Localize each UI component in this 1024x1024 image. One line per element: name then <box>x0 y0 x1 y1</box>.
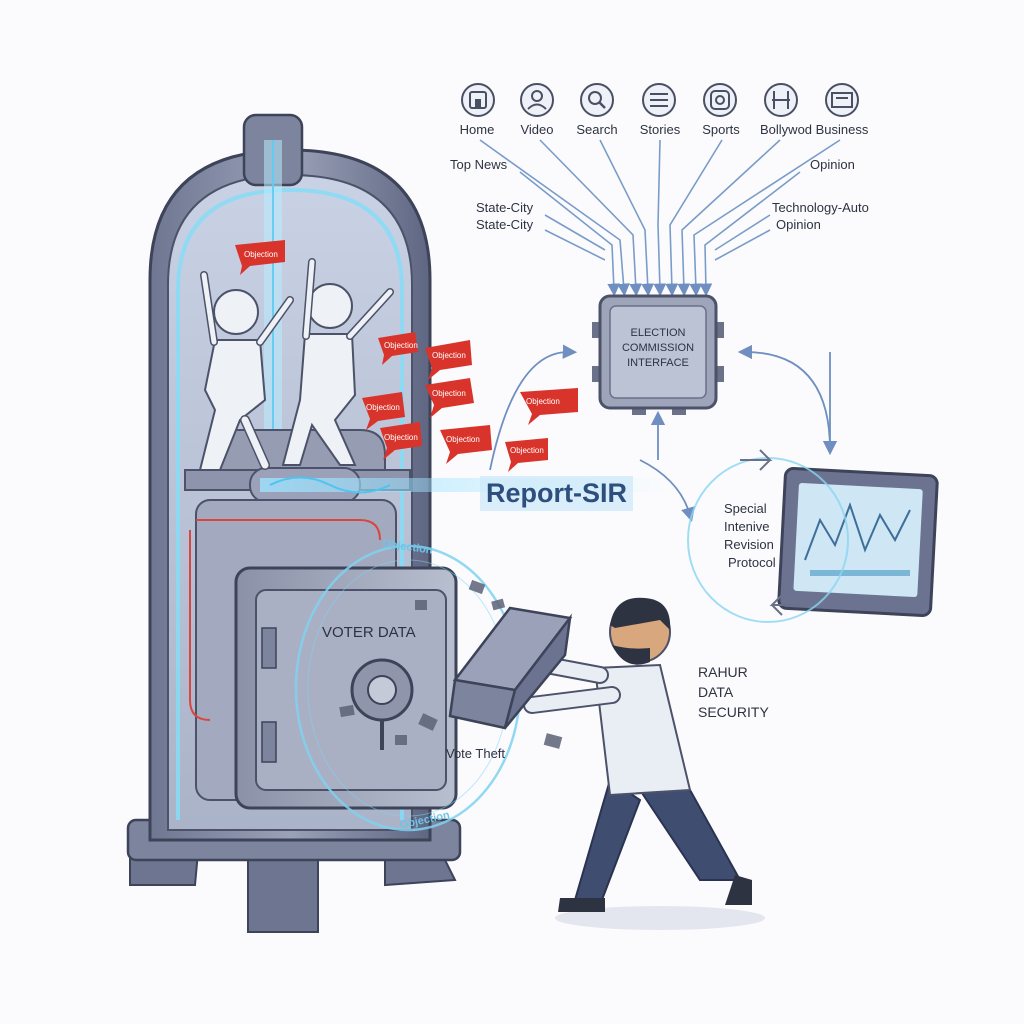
objection-bubble: Objection <box>440 425 492 464</box>
objection-bubble: Objection <box>380 422 422 460</box>
svg-text:Objection: Objection <box>432 351 466 360</box>
data-flow-lines <box>479 139 841 297</box>
report-sir-label[interactable]: Report-SIR <box>480 476 633 511</box>
objection-bubble: Objection <box>378 332 418 365</box>
nav-sports-label[interactable]: Sports <box>702 122 740 137</box>
category-technology-auto[interactable]: Technology-Auto <box>772 200 869 215</box>
person-label-line-1: RAHUR <box>698 664 748 680</box>
interface-box-label: ELECTION COMMISSION INTERFACE <box>614 326 702 371</box>
nav-home-label[interactable]: Home <box>459 122 495 137</box>
objection-bubble: Objection <box>362 392 405 430</box>
nav-business-icon[interactable] <box>825 83 859 117</box>
protocol-line-2: Intenive <box>724 519 770 534</box>
svg-text:Objection: Objection <box>366 403 400 412</box>
svg-text:Objection: Objection <box>526 397 560 406</box>
figure-right <box>281 258 394 466</box>
rahur-data-security-label: RAHUR DATA SECURITY <box>698 662 769 722</box>
push-block <box>448 606 573 730</box>
svg-text:Objection: Objection <box>384 341 418 350</box>
protocol-line-3: Revision <box>724 537 774 552</box>
election-commission-interface[interactable] <box>592 294 724 415</box>
nav-search-icon[interactable] <box>580 83 614 117</box>
nav-video-icon[interactable] <box>520 83 554 117</box>
nav-video-label[interactable]: Video <box>520 122 554 137</box>
objection-bubble: Objection <box>520 388 578 425</box>
nav-sports-icon[interactable] <box>703 83 737 117</box>
security-man <box>511 597 765 930</box>
interface-arrows <box>489 344 838 522</box>
voter-data-label: VOTER DATA <box>322 624 416 641</box>
svg-text:Objection: Objection <box>244 250 278 259</box>
interface-line-2: COMMISSION <box>621 342 695 354</box>
figure-left <box>198 271 294 471</box>
nav-bollywood-icon[interactable] <box>764 83 798 117</box>
objection-bubble: Objection <box>235 240 285 275</box>
category-opinion[interactable]: Opinion <box>810 157 855 172</box>
cycle-arrow-icon <box>740 449 800 616</box>
objection-bubbles: Objection Objection Objection Objection … <box>235 240 578 472</box>
nav-bollywood-business-label[interactable]: Bollywod Business <box>760 122 869 137</box>
interface-line-1: ELECTION <box>630 327 686 339</box>
person-label-line-3: SECURITY <box>698 704 769 720</box>
category-state-city-2[interactable]: State-City <box>476 217 534 232</box>
interface-line-3: INTERFACE <box>627 357 689 369</box>
svg-text:Objection: Objection <box>446 435 480 444</box>
objection-bubble: Objection <box>505 438 548 472</box>
svg-text:Objection: Objection <box>384 433 418 442</box>
svg-text:Objection: Objection <box>432 389 466 398</box>
category-top-news[interactable]: Top News <box>450 157 508 172</box>
data-fragments <box>339 579 563 749</box>
protocol-line-4: Protocol <box>728 555 776 570</box>
nav-stories-label[interactable]: Stories <box>639 122 681 137</box>
person-label-line-2: DATA <box>698 684 734 700</box>
objection-bubble: Objection <box>425 378 474 418</box>
svg-text:Objection: Objection <box>510 446 544 455</box>
nav-home-icon[interactable] <box>461 83 495 117</box>
nav-stories-icon[interactable] <box>642 83 676 117</box>
protocol-line-1: Special <box>724 501 767 516</box>
category-state-city[interactable]: State-City <box>476 200 534 215</box>
nav-search-label[interactable]: Search <box>576 122 618 137</box>
category-opinion-2[interactable]: Opinion <box>776 217 821 232</box>
protocol-label: Special Intenive Revision Protocol <box>724 500 776 572</box>
vote-theft-label: Vote Theft <box>446 746 506 761</box>
monitor-display <box>777 467 939 617</box>
objection-bubble: Objection <box>425 340 472 380</box>
voter-data-vault <box>234 566 458 810</box>
